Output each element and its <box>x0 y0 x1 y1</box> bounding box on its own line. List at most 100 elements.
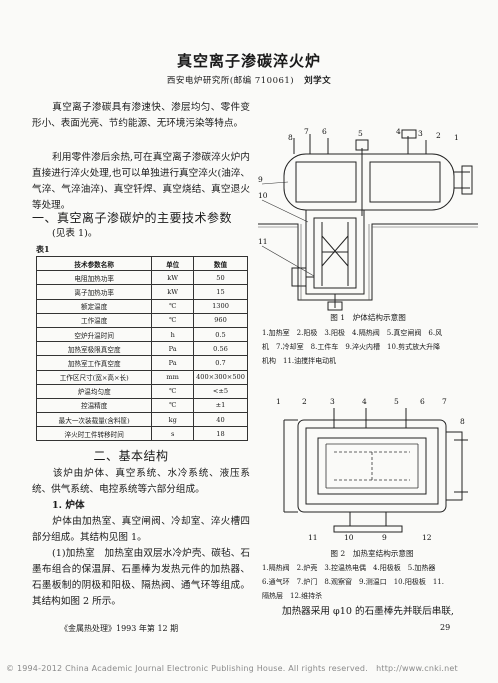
section1-heading: 一、真空离子渗碳炉的主要技术参数 <box>32 211 233 225</box>
param-name-cell: 工作温度 <box>35 312 153 328</box>
unit-cell: ℃ <box>151 397 194 414</box>
furnace-shell <box>298 420 446 512</box>
param-name-cell: 电阻加热功率 <box>35 270 153 286</box>
param-name-cell: 额定温度 <box>35 298 153 314</box>
furnace-door <box>446 432 462 500</box>
article-title: 真空离子渗碳淬火炉 <box>176 52 321 70</box>
fig2-label: 3 <box>330 397 335 406</box>
value-cell: 50 <box>193 270 248 286</box>
figure1-legend-line: 1.加热室 2.阳极 3.阳极 4.隔热阀 5.真空闸阀 6.风 <box>262 329 443 337</box>
fig2-label: 7 <box>442 397 447 406</box>
fig1-label: 10 <box>258 191 268 200</box>
value-cell: 0.5 <box>193 326 248 343</box>
value-cell: 18 <box>193 426 248 442</box>
fig1-label: 3 <box>418 129 423 138</box>
param-name-cell: 控温精度 <box>35 397 153 414</box>
fig2-label: 4 <box>362 397 367 406</box>
value-cell: 0.56 <box>193 341 248 357</box>
subsection-furnace-body: 1. 炉体 <box>52 500 85 511</box>
unit-cell: ℃ <box>151 383 194 399</box>
figure1-legend-line: 机 7.冷却室 8.工件车 9.淬火内槽 10.剪式放大升降 <box>262 343 441 351</box>
floor-pit <box>258 224 478 300</box>
figure2-legend: 1.隔热阀 2.炉壳 3.控温热电偶 4.阳极板 5.加热器 6.通气环 7.炉… <box>262 561 480 603</box>
value-cell: 960 <box>193 312 248 328</box>
quench-inner-tank <box>314 218 356 288</box>
insulation-layer <box>306 428 438 504</box>
value-cell: 1300 <box>193 298 248 314</box>
figure2-legend-line: 6.通气环 7.炉门 8.观察窗 9.测温口 10.阳极板 11. <box>262 578 444 586</box>
fig1-label: 4 <box>396 127 401 136</box>
value-cell: 40 <box>193 412 248 428</box>
unit-cell: kW <box>151 284 194 300</box>
author-name: 刘学文 <box>304 76 332 86</box>
figure1-diagram: 8 7 6 5 4 3 2 1 9 10 11 <box>258 127 478 312</box>
param-name-cell: 最大一次装载量(含料筐) <box>35 412 153 428</box>
table-header-row: 技术参数名称 单位 数值 <box>35 255 248 272</box>
column-header: 技术参数名称 <box>35 255 153 272</box>
figure2-diagram: 1 2 3 4 5 6 7 8 11 10 9 12 <box>276 397 470 542</box>
section1-note: (见表 1)。 <box>52 228 98 239</box>
fig2-label: 9 <box>382 533 387 542</box>
figure1-caption: 图 1 炉体结构示意图 <box>330 313 406 322</box>
value-cell: 0.7 <box>193 355 248 371</box>
fig1-label: 6 <box>322 127 327 136</box>
value-cell: <±5 <box>193 383 248 399</box>
table-row: 控温精度℃±1 <box>35 397 248 414</box>
author-line: 西安电炉研究所(邮编 710061)刘学文 <box>0 74 498 86</box>
furnace-shell <box>284 154 454 210</box>
intro-paragraph-2: 利用零件渗后余热,可在真空离子渗碳淬火炉内直接进行淬火处理,也可以单独进行真空淬… <box>32 152 250 211</box>
figure1-legend-line: 机构 11.油搅拌电动机 <box>262 357 337 365</box>
stirring-motor <box>292 268 306 286</box>
section2-heading: 二、基本结构 <box>93 449 169 463</box>
param-name-cell: 空炉升温时间 <box>35 326 153 343</box>
fig1-label: 1 <box>454 133 459 142</box>
figure2-legend-line: 1.隔热阀 2.炉壳 3.控温热电偶 4.阳极板 5.加热器 <box>262 564 436 572</box>
fig2-label: 11 <box>308 533 318 542</box>
fig1-label: 11 <box>258 237 268 246</box>
page-number: 29 <box>440 623 451 632</box>
unit-cell: ℃ <box>151 312 194 328</box>
section2-paragraph-1: 该炉由炉体、真空系统、水冷系统、液压系统、供气系统、电控系统等六部分组成。 <box>32 468 250 495</box>
section2-paragraph-2: 炉体由加热室、真空闸阀、冷却室、淬火槽四部分组成。其结构见图 1。 <box>32 516 250 543</box>
unit-cell: mm <box>151 369 194 385</box>
unit-cell: h <box>151 326 194 343</box>
figure2-caption: 图 2 加热室结构示意图 <box>330 549 414 558</box>
unit-cell: ℃ <box>151 298 194 314</box>
unit-cell: Pa <box>151 341 194 357</box>
param-name-cell: 淬火时工件转移时间 <box>35 426 153 442</box>
gate-valve-actuator <box>356 140 368 150</box>
fig1-label: 9 <box>258 175 263 184</box>
param-name-cell: 加热室极限真空度 <box>35 341 153 357</box>
param-name-cell: 离子加热功率 <box>35 284 153 300</box>
fig1-label: 7 <box>304 127 309 136</box>
value-cell: 400×300×500 <box>193 369 248 385</box>
figure2-legend-line: 隔热层 12.维持杀 <box>262 592 323 600</box>
column-header: 数值 <box>193 255 248 272</box>
fig1-label: 2 <box>436 131 441 140</box>
figure1-legend: 1.加热室 2.阳极 3.阳极 4.隔热阀 5.真空闸阀 6.风 机 7.冷却室… <box>262 326 480 368</box>
fig1-label: 5 <box>358 129 363 138</box>
fan-motor <box>402 130 416 138</box>
fig2-label: 6 <box>420 397 425 406</box>
copyright-notice: © 1994-2012 China Academic Journal Elect… <box>6 664 458 673</box>
cooling-chamber <box>370 162 440 202</box>
fig2-label: 8 <box>460 417 465 426</box>
unit-cell: Pa <box>151 355 194 371</box>
fig2-label: 2 <box>302 397 307 406</box>
param-name-cell: 炉温均匀度 <box>35 383 153 399</box>
fig2-label: 10 <box>344 533 354 542</box>
unit-cell: s <box>151 426 194 442</box>
column-header: 单位 <box>151 255 194 272</box>
continuation-text: 加热器采用 φ10 的石墨棒先并联后串联, <box>282 606 454 617</box>
fig2-label: 12 <box>422 533 432 542</box>
